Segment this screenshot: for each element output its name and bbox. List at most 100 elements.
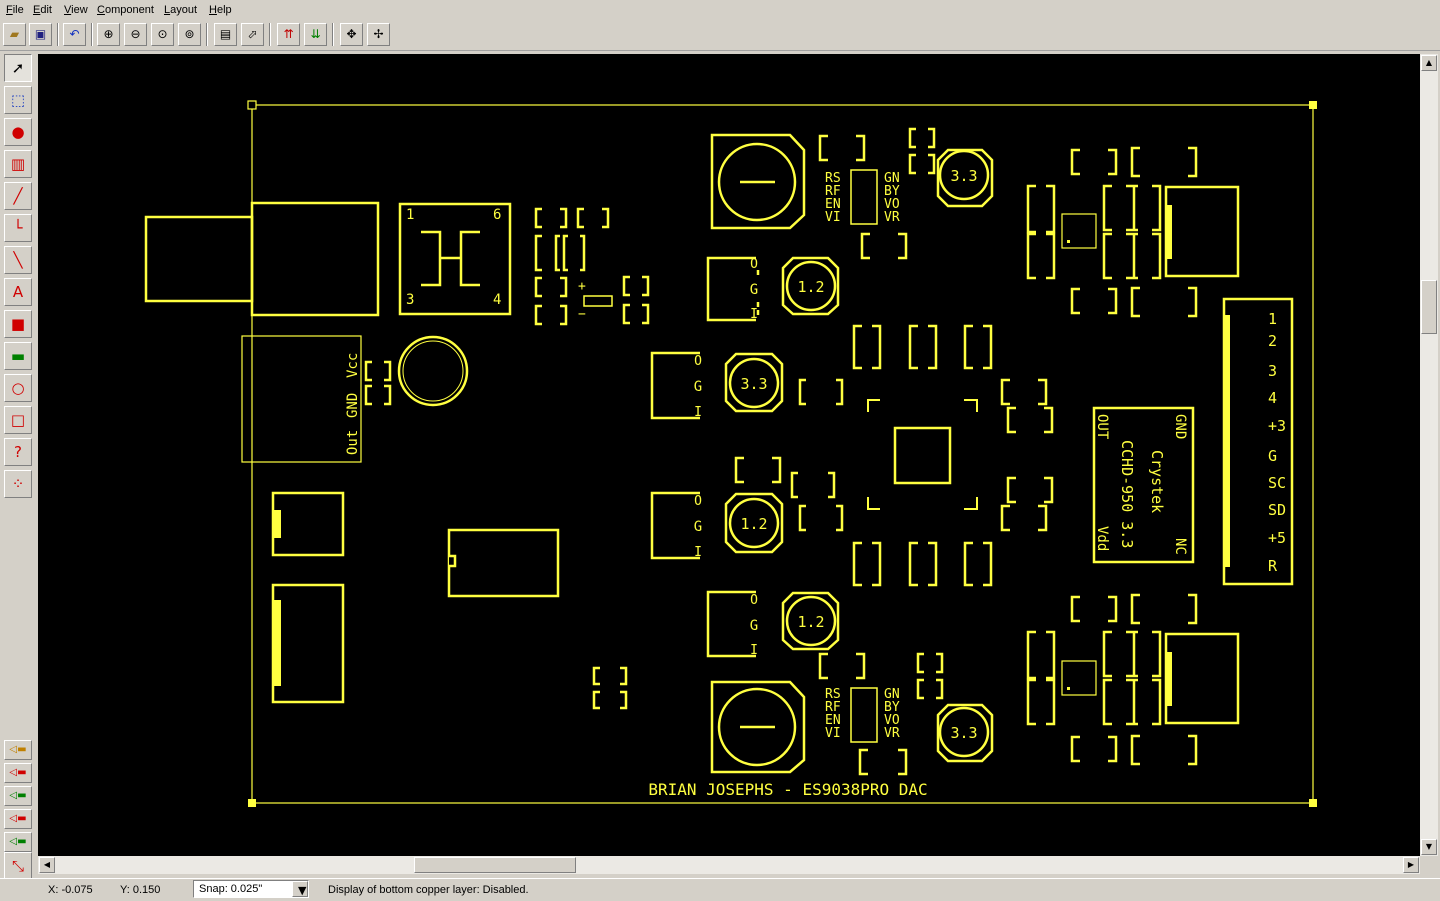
move-up-button[interactable]: ⇈ xyxy=(277,23,300,46)
menu-bar: File Edit View Component Layout Help xyxy=(0,0,1440,20)
smd-pad xyxy=(534,234,560,272)
select-tool-button[interactable]: ➚ xyxy=(4,54,32,82)
move-down-button[interactable]: ⇊ xyxy=(304,23,327,46)
open-folder-icon: ▰ xyxy=(9,27,20,41)
pan-all-button[interactable]: ✢ xyxy=(367,23,390,46)
circle-tool-button[interactable]: ○ xyxy=(4,374,32,402)
menu-view[interactable]: View xyxy=(64,4,88,16)
menu-layout[interactable]: Layout xyxy=(164,4,198,16)
arrow-up-icon: ▲ xyxy=(1425,58,1433,67)
netlist-tool-button[interactable]: ⁘ xyxy=(4,470,32,498)
layer-3-button[interactable]: ◁▬ xyxy=(4,786,32,806)
query-tool-button[interactable]: ? xyxy=(4,438,32,466)
properties-button[interactable]: ▤ xyxy=(214,23,237,46)
pan-icon: ✥ xyxy=(346,27,357,41)
outline-handle[interactable] xyxy=(1309,101,1317,109)
zoom-in-icon: ⊕ xyxy=(103,27,114,41)
horizontal-scrollbar[interactable]: ◀ ▶ xyxy=(38,856,1420,874)
osc-label: Vdd xyxy=(1094,526,1110,551)
arrow-left-icon: ◀ xyxy=(43,860,51,869)
smd-pad xyxy=(908,324,938,370)
smd-pad xyxy=(534,304,568,326)
osc-label: Crystek xyxy=(1148,450,1166,513)
board-outline-button[interactable]: ▬ xyxy=(4,342,32,370)
layer-4-button[interactable]: ◁▬ xyxy=(4,809,32,829)
cap-value: 1.2 xyxy=(797,613,824,631)
smd-pad xyxy=(364,360,392,406)
horizontal-scroll-thumb[interactable] xyxy=(414,857,576,873)
trace-tool-button[interactable]: ╱ xyxy=(4,182,32,210)
component-tool-button[interactable]: ▥ xyxy=(4,150,32,178)
ldo-label: G xyxy=(694,519,702,535)
zoom-fit-button[interactable]: ⊙ xyxy=(151,23,174,46)
smd-pad xyxy=(1070,148,1118,176)
arrow-right-icon: ▶ xyxy=(1407,860,1415,869)
copper-area-icon: ■ xyxy=(10,315,26,333)
pcb-canvas[interactable]: 1 6 3 4 + − Out GND Vcc RS RF EN VI GN B… xyxy=(38,54,1420,856)
status-message: Display of bottom copper layer: Disabled… xyxy=(328,884,529,896)
cap-circle xyxy=(785,260,837,312)
scroll-left-button[interactable]: ◀ xyxy=(39,857,55,873)
zoom-out-icon: ⊖ xyxy=(130,27,141,41)
save-button[interactable]: ▣ xyxy=(29,23,52,46)
ldo-label: G xyxy=(750,282,758,298)
layer-5-button[interactable]: ◁▬ xyxy=(4,832,32,852)
text-tool-button[interactable]: A xyxy=(4,278,32,306)
smd-pad xyxy=(1130,286,1198,318)
zoom-window-button[interactable]: ⬚ xyxy=(4,86,32,114)
chevron-down-icon: ▼ xyxy=(298,884,307,897)
vertical-scroll-thumb[interactable] xyxy=(1421,280,1437,334)
outline-handle[interactable] xyxy=(247,100,257,110)
header-pin-labels: 1 2 3 4 +3 G SC SD +5 R xyxy=(1268,310,1286,575)
toolbar-separator xyxy=(91,23,93,46)
rectangle-tool-button[interactable]: □ xyxy=(4,406,32,434)
scroll-right-button[interactable]: ▶ xyxy=(1403,857,1419,873)
corner-trace-button[interactable]: └ xyxy=(4,214,32,242)
smd-pad xyxy=(576,207,610,229)
status-bar: X: -0.075 Y: 0.150 Display of bottom cop… xyxy=(0,878,1440,901)
snap-dropdown-button[interactable]: ▼ xyxy=(292,881,308,897)
copper-area-button[interactable]: ■ xyxy=(4,310,32,338)
regulator-ic xyxy=(850,169,878,225)
undo-button[interactable]: ↶ xyxy=(63,23,86,46)
ldo-footprint xyxy=(650,491,700,560)
snap-select[interactable]: Snap: 0.025" ▼ xyxy=(193,880,309,898)
layer-icon: ◁▬ xyxy=(9,744,27,755)
menu-edit[interactable]: Edit xyxy=(33,4,52,16)
layer-1-button[interactable]: ◁▬ xyxy=(4,740,32,760)
layer-icon: ◁▬ xyxy=(9,790,27,801)
cap-footprint xyxy=(724,352,784,413)
menu-file[interactable]: File xyxy=(6,4,24,16)
svg-text:EN: EN xyxy=(825,197,841,212)
pad-tool-button[interactable]: ● xyxy=(4,118,32,146)
scroll-up-button[interactable]: ▲ xyxy=(1421,55,1437,71)
smd-pad xyxy=(852,541,882,587)
smd-pad xyxy=(790,471,836,499)
menu-help[interactable]: Help xyxy=(209,4,232,16)
route-button[interactable]: ⬀ xyxy=(241,23,264,46)
smd-pad xyxy=(798,378,844,406)
outline-handle[interactable] xyxy=(1309,799,1317,807)
ldo-mark: O xyxy=(694,354,702,369)
smd-pad xyxy=(818,134,866,162)
regulator-labels-left: RS RF EN VI xyxy=(825,687,841,741)
cap-circle xyxy=(785,595,837,647)
outline-handle[interactable] xyxy=(248,799,256,807)
smd-pad xyxy=(534,276,568,298)
smd-pad xyxy=(1102,184,1162,232)
ratsnest-button[interactable]: ⤡ xyxy=(4,852,32,880)
smd-pad xyxy=(1102,232,1162,280)
pan-button[interactable]: ✥ xyxy=(340,23,363,46)
layer-2-button[interactable]: ◁▬ xyxy=(4,763,32,783)
segment-tool-button[interactable]: ╲ xyxy=(4,246,32,274)
zoom-previous-button[interactable]: ⊚ xyxy=(178,23,201,46)
ldo-label: G xyxy=(750,618,758,634)
scroll-down-button[interactable]: ▼ xyxy=(1421,839,1437,855)
zoom-out-button[interactable]: ⊖ xyxy=(124,23,147,46)
open-button[interactable]: ▰ xyxy=(3,23,26,46)
menu-component[interactable]: Component xyxy=(97,4,154,16)
vertical-scrollbar[interactable]: ▲ ▼ xyxy=(1420,54,1438,856)
zoom-in-button[interactable]: ⊕ xyxy=(97,23,120,46)
pin-label: 3 xyxy=(406,292,414,308)
svg-text:VI: VI xyxy=(825,726,841,741)
